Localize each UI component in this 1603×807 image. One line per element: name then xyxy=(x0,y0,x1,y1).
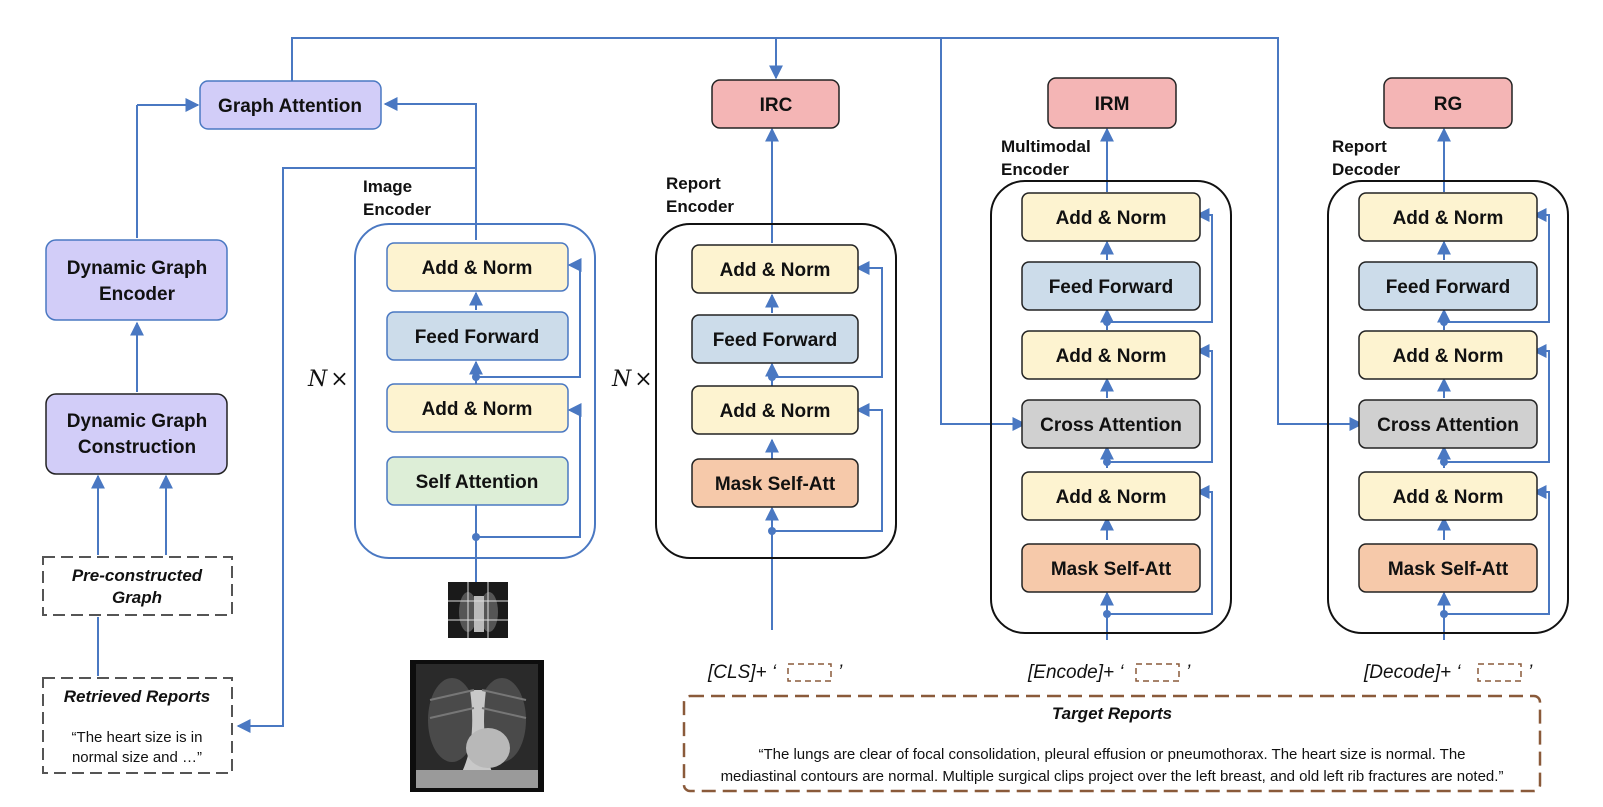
report-decoder-input: [Decode]+ ‘ xyxy=(1363,662,1461,683)
image-encoder-repeat: N× xyxy=(307,367,349,392)
report-feed-forward: Feed Forward xyxy=(713,330,838,351)
dynamic-graph-encoder-line2: Encoder xyxy=(99,284,176,305)
dynamic-graph-construction-box: Dynamic Graph Construction xyxy=(45,393,228,475)
irc-head: IRC xyxy=(760,95,793,116)
retrieved-reports-quote-line1: “The heart size is in xyxy=(72,729,203,746)
report-encoder-input: [CLS]+ ‘ xyxy=(707,662,777,683)
report-encoder-repeat: N× xyxy=(611,367,653,392)
report-encoder-title-line1: Report xyxy=(666,174,721,193)
report-encoder: IRC Report Encoder N× Add & Norm Feed Fo… xyxy=(611,79,897,683)
decoder-mask-self-att: Mask Self-Att xyxy=(1388,559,1509,580)
decoder-cross-attention: Cross Attention xyxy=(1377,415,1519,436)
multimodal-feed-forward: Feed Forward xyxy=(1049,277,1174,298)
retrieved-reports-box: Retrieved Reports “The heart size is in … xyxy=(42,677,233,774)
multimodal-add-norm-3: Add & Norm xyxy=(1056,487,1167,508)
image-self-attention: Self Attention xyxy=(416,472,539,493)
graph-attention-box: Graph Attention xyxy=(199,80,382,130)
multimodal-encoder-input: [Encode]+ ‘ xyxy=(1027,662,1124,683)
image-encoder-title-line1: Image xyxy=(363,177,412,196)
dynamic-graph-encoder-box: Dynamic Graph Encoder xyxy=(45,239,228,321)
irm-head: IRM xyxy=(1095,94,1130,115)
report-add-norm-bottom: Add & Norm xyxy=(720,401,831,422)
dynamic-graph-construction-line2: Construction xyxy=(78,437,196,458)
graph-attention-label: Graph Attention xyxy=(218,96,362,117)
image-feed-forward: Feed Forward xyxy=(415,327,540,348)
pre-constructed-graph-line2: Graph xyxy=(112,588,162,607)
multimodal-encoder-input-end: ’ xyxy=(1186,662,1191,683)
report-mask-self-att: Mask Self-Att xyxy=(715,474,836,495)
retrieved-reports-title: Retrieved Reports xyxy=(64,687,210,706)
image-encoder: Image Encoder N× Add & Norm Feed Forward… xyxy=(307,177,596,559)
target-reports-text-line2: mediastinal contours are normal. Multipl… xyxy=(721,768,1504,785)
chest-xray-image xyxy=(410,660,544,792)
multimodal-encoder: IRM Multimodal Encoder Add & Norm Feed F… xyxy=(990,77,1232,683)
rg-head: RG xyxy=(1434,94,1463,115)
image-add-norm-top: Add & Norm xyxy=(422,258,533,279)
multimodal-encoder-title-line1: Multimodal xyxy=(1001,137,1091,156)
report-add-norm-top: Add & Norm xyxy=(720,260,831,281)
target-reports-text-line1: “The lungs are clear of focal consolidat… xyxy=(758,746,1465,763)
decoder-add-norm-2: Add & Norm xyxy=(1393,346,1504,367)
report-decoder-input-end: ’ xyxy=(1528,662,1533,683)
dynamic-graph-construction-line1: Dynamic Graph xyxy=(67,411,207,432)
retrieved-reports-quote-line2: normal size and …” xyxy=(72,749,202,766)
multimodal-mask-self-att: Mask Self-Att xyxy=(1051,559,1172,580)
report-encoder-input-end: ’ xyxy=(838,662,843,683)
multimodal-encoder-title-line2: Encoder xyxy=(1001,160,1069,179)
multimodal-add-norm-1: Add & Norm xyxy=(1056,208,1167,229)
multimodal-add-norm-2: Add & Norm xyxy=(1056,346,1167,367)
report-decoder: RG Report Decoder Add & Norm Feed Forwar… xyxy=(1327,77,1569,683)
xray-patch-image xyxy=(448,582,508,638)
image-encoder-title-line2: Encoder xyxy=(363,200,431,219)
decoder-add-norm-1: Add & Norm xyxy=(1393,208,1504,229)
dynamic-graph-encoder-line1: Dynamic Graph xyxy=(67,258,207,279)
decoder-add-norm-3: Add & Norm xyxy=(1393,487,1504,508)
pre-constructed-graph-box: Pre-constructed Graph xyxy=(42,556,233,616)
report-decoder-title-line2: Decoder xyxy=(1332,160,1400,179)
target-reports-title: Target Reports xyxy=(1052,704,1172,723)
multimodal-cross-attention: Cross Attention xyxy=(1040,415,1182,436)
target-reports-box: Target Reports “The lungs are clear of f… xyxy=(682,694,1542,793)
image-add-norm-bottom: Add & Norm xyxy=(422,399,533,420)
report-decoder-title-line1: Report xyxy=(1332,137,1387,156)
report-encoder-title-line2: Encoder xyxy=(666,197,734,216)
pre-constructed-graph-line1: Pre-constructed xyxy=(72,566,203,585)
decoder-feed-forward: Feed Forward xyxy=(1386,277,1511,298)
